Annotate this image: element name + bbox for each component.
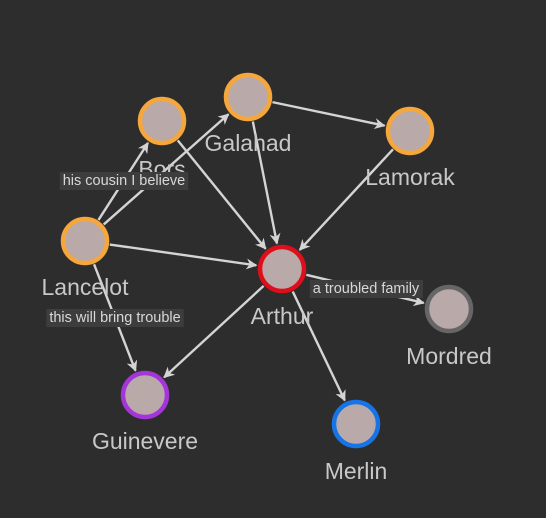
edge-arthur-to-guinevere[interactable]	[163, 285, 265, 379]
node-label-lamorak: Lamorak	[365, 164, 455, 190]
node-guinevere[interactable]: Guinevere	[92, 370, 198, 454]
edge-label-text: his cousin I believe	[63, 173, 186, 189]
node-label-merlin: Merlin	[325, 458, 388, 484]
node-circle-lancelot[interactable]	[60, 216, 110, 266]
edge-labels-layer: his cousin I believe this will bring trou…	[46, 172, 423, 327]
node-label-galahad: Galahad	[205, 130, 292, 156]
edge-bors-to-arthur[interactable]	[176, 139, 267, 250]
node-galahad[interactable]: Galahad	[205, 72, 292, 156]
edge-label-arthur-mordred: a troubled family	[309, 280, 423, 298]
edge-label-background	[46, 309, 184, 327]
edge-label-text: a troubled family	[313, 281, 420, 297]
edge-galahad-to-lamorak[interactable]	[272, 100, 386, 130]
node-circle-merlin[interactable]	[331, 399, 381, 449]
node-circle-mordred[interactable]	[424, 284, 474, 334]
edge-lamorak-to-arthur[interactable]	[298, 148, 394, 251]
node-circle-bors[interactable]	[137, 96, 187, 146]
node-label-lancelot: Lancelot	[42, 274, 130, 300]
nodes-layer: Bors GalahadLamorakLancelotArthurMordredG…	[42, 72, 492, 484]
node-label-mordred: Mordred	[406, 343, 492, 369]
node-label-guinevere: Guinevere	[92, 428, 198, 454]
node-circle-guinevere[interactable]	[120, 370, 170, 420]
node-label-arthur: Arthur	[251, 303, 314, 329]
edge-label-text: this will bring trouble	[49, 310, 180, 326]
node-circle-galahad[interactable]	[223, 72, 273, 122]
node-circle-lamorak[interactable]	[385, 106, 435, 156]
edge-lancelot-to-galahad[interactable]	[102, 113, 230, 226]
node-circle-arthur[interactable]	[257, 244, 307, 294]
edge-lancelot-to-arthur[interactable]	[109, 243, 258, 270]
node-mordred[interactable]: Mordred	[406, 284, 492, 369]
edge-label-background	[59, 172, 189, 190]
node-lancelot[interactable]: Lancelot	[42, 216, 130, 300]
edge-label-lancelot-guinevere: this will bring trouble	[46, 309, 184, 327]
edge-label-background	[309, 280, 423, 298]
node-bors[interactable]: Bors	[137, 96, 187, 182]
node-arthur[interactable]: Arthur	[251, 244, 314, 329]
node-merlin[interactable]: Merlin	[325, 399, 388, 484]
edge-galahad-to-arthur[interactable]	[251, 121, 281, 245]
edge-label-lancelot-bors: his cousin I believe	[59, 172, 189, 190]
node-lamorak[interactable]: Lamorak	[365, 106, 455, 190]
edge-arthur-to-merlin[interactable]	[291, 291, 346, 402]
